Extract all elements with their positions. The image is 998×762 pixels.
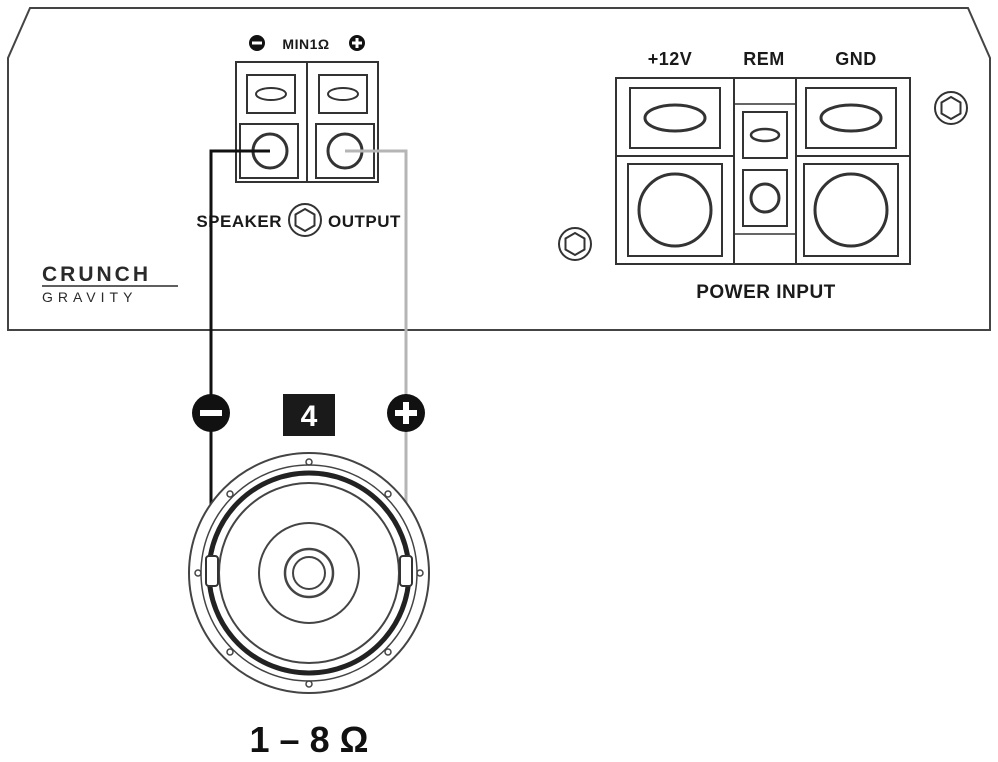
hex-screw-icon — [288, 203, 322, 237]
speaker-plus-marker — [349, 35, 365, 51]
brand-logo: CRUNCH GRAVITY — [42, 263, 178, 305]
speaker-count-badge: 4 — [283, 394, 335, 436]
output-label: OUTPUT — [328, 212, 401, 231]
label-12v: +12V — [648, 49, 693, 69]
impedance-range: 1 – 8 Ω — [250, 719, 369, 760]
speaker-plus-icon — [387, 394, 425, 432]
speaker-label: SPEAKER — [196, 212, 282, 231]
speaker-minus-marker — [249, 35, 265, 51]
min-impedance-label: MIN1Ω — [282, 36, 329, 52]
gnd-hole — [813, 172, 889, 248]
speaker-minus-icon — [192, 394, 230, 432]
power-terminal-block: +12V REM GND POWER INPUT — [615, 49, 911, 303]
power-input-label: POWER INPUT — [696, 282, 836, 303]
mount-screw-right-icon — [934, 91, 968, 125]
speaker-terminal-block: MIN1Ω SPEAKER OUTPUT — [196, 35, 401, 237]
brand-top: CRUNCH — [42, 263, 151, 286]
label-rem: REM — [743, 49, 785, 69]
rem-hole — [749, 182, 781, 214]
speaker-count: 4 — [301, 400, 318, 433]
brand-bottom: GRAVITY — [42, 289, 137, 305]
mount-screw-left-icon — [558, 227, 592, 261]
label-gnd: GND — [835, 49, 877, 69]
plus12v-hole — [637, 172, 713, 248]
speaker-icon — [188, 452, 430, 694]
